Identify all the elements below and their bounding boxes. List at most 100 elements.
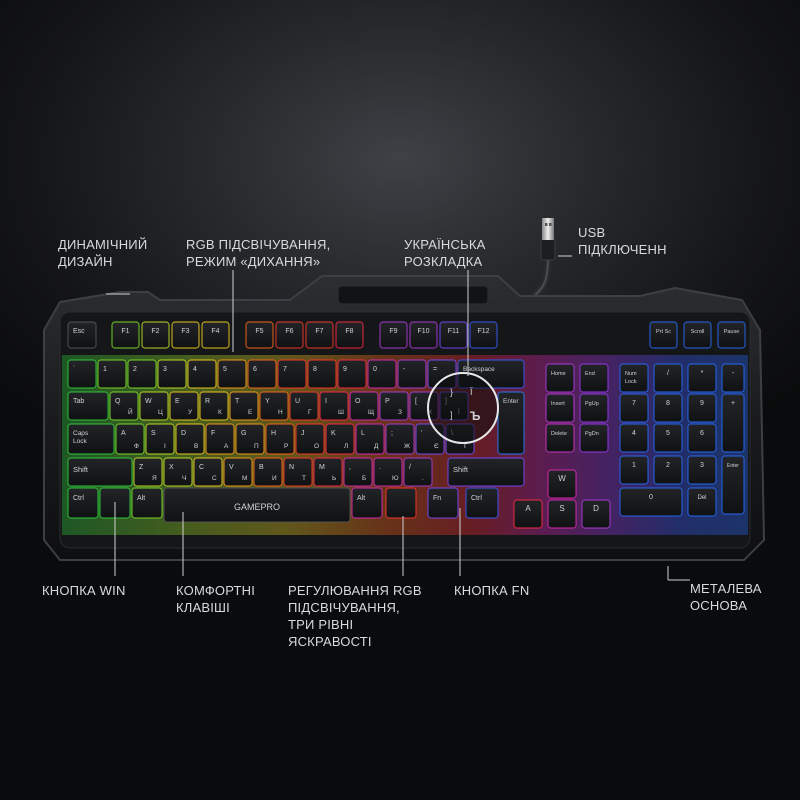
- key-np-del: [687, 487, 717, 517]
- key-np-mul-label: *: [701, 370, 704, 377]
- key-f3: [171, 321, 200, 349]
- svg-text:Ї: Ї: [470, 387, 473, 397]
- key-a-row-2: [175, 423, 205, 455]
- key-num-5-label: 5: [223, 366, 227, 373]
- key-z-row-2-cyr-label: С: [212, 475, 217, 482]
- key-ctrl-left-label: Ctrl: [73, 495, 84, 502]
- key-a-row-0: [115, 423, 145, 455]
- key-space: [163, 487, 351, 523]
- key-q-row-3: [199, 391, 229, 421]
- key-a-row-7-cyr-label: Л: [344, 443, 348, 450]
- key-z-row-9-cyr-label: .: [422, 475, 424, 482]
- key-f9: [379, 321, 408, 349]
- key-np-minus: [721, 363, 745, 393]
- key-a-row-3: [205, 423, 235, 455]
- ukrainian-layout-magnifier: [427, 372, 499, 444]
- key-np-del-label: Del: [697, 495, 706, 501]
- key-num-10: [367, 359, 397, 389]
- key-z-row-8-label: .: [379, 464, 381, 471]
- key-np-9: [687, 393, 717, 423]
- key-z-row-1-label: X: [169, 464, 174, 471]
- key-z-row-3: [223, 457, 253, 487]
- key-z-row-4-cyr-label: И: [272, 475, 277, 482]
- key-q-row-3-label: R: [205, 398, 210, 405]
- key-num-3-label: 3: [163, 366, 167, 373]
- key-f8-label: F8: [345, 328, 353, 335]
- key-f1: [111, 321, 140, 349]
- key-q-row-2-label: E: [175, 398, 180, 405]
- key-caps-label: Lock: [73, 438, 87, 445]
- key-q-row-8-label: O: [355, 398, 361, 405]
- key-np-mul: [687, 363, 717, 393]
- key-a-row-9: [385, 423, 415, 455]
- key-np-2-label: 2: [666, 462, 670, 469]
- key-arrow-right: [581, 499, 611, 529]
- key-f5: [245, 321, 274, 349]
- key-q-row-5: [259, 391, 289, 421]
- key-q-row-6-label: U: [295, 398, 300, 405]
- key-a-row-2-cyr-label: В: [194, 443, 198, 450]
- key-q-row-4: [229, 391, 259, 421]
- key-a-row-9-cyr-label: Ж: [404, 443, 410, 450]
- key-f2: [141, 321, 170, 349]
- key-np-7: [619, 393, 649, 423]
- key-np-4: [619, 423, 649, 453]
- key-z-row-4-label: B: [259, 464, 264, 471]
- key-a-row-5-label: H: [271, 430, 276, 437]
- key-np-2: [653, 455, 683, 485]
- key-esc-label: Esc: [73, 328, 85, 335]
- svg-text:Ъ: Ъ: [470, 409, 481, 423]
- key-a-row-10-label: ': [421, 430, 422, 437]
- key-shift-right-label: Shift: [453, 465, 469, 474]
- key-np-8-label: 8: [666, 400, 670, 407]
- key-np-4-label: 4: [632, 430, 636, 437]
- key-f1-label: F1: [121, 328, 129, 335]
- key-f11-label: F11: [448, 328, 460, 335]
- label-rgb-breathing: RGB ПІДСВІЧУВАННЯ, РЕЖИМ «ДИХАННЯ»: [186, 237, 331, 269]
- key-np-enter: [721, 455, 745, 515]
- key-a-row-8-label: L: [361, 430, 365, 437]
- key-q-row-7-label: I: [325, 398, 327, 405]
- key-pgup: [579, 393, 609, 423]
- key-arrow-left: [513, 499, 543, 529]
- key-caps: [67, 423, 115, 455]
- key-num-4-label: 4: [193, 366, 197, 373]
- key-np-6: [687, 423, 717, 453]
- key-q-row-0-label: Q: [115, 398, 121, 405]
- key-z-row-0-label: Z: [139, 464, 144, 471]
- key-num-8: [307, 359, 337, 389]
- svg-text:}: }: [450, 387, 453, 397]
- key-num-11-label: -: [403, 366, 406, 373]
- key-np-5: [653, 423, 683, 453]
- label-rgb-levels: РЕГУЛЮВАННЯ RGB ПІДСВІЧУВАННЯ, ТРИ РІВНІ…: [288, 583, 422, 649]
- key-np-6-label: 6: [700, 430, 704, 437]
- key-home-label: Home: [551, 371, 566, 377]
- key-numlock-label: Num: [625, 371, 637, 377]
- key-num-6: [247, 359, 277, 389]
- key-end: [579, 363, 609, 393]
- key-num-7: [277, 359, 307, 389]
- key-q-row-1: [139, 391, 169, 421]
- key-tab: [67, 391, 109, 421]
- key-q-row-6: [289, 391, 319, 421]
- key-alt-left-label: Alt: [137, 495, 145, 502]
- key-ctrl-left: [67, 487, 99, 519]
- key-np-7-label: 7: [632, 400, 636, 407]
- key-z-row-5: [283, 457, 313, 487]
- key-a-row-2-label: D: [181, 430, 186, 437]
- key-a-row-0-label: A: [121, 430, 126, 437]
- key-a-row-5-cyr-label: Р: [284, 443, 288, 450]
- key-enter: [497, 391, 525, 455]
- key-f3-label: F3: [181, 328, 189, 335]
- key-a-row-11-cyr-label: Ґ: [464, 441, 468, 450]
- key-z-row-3-label: V: [229, 464, 234, 471]
- key-f5-label: F5: [255, 328, 263, 335]
- key-z-row-7: [343, 457, 373, 487]
- label-win-key: КНОПКА WIN: [42, 583, 126, 598]
- key-np-8: [653, 393, 683, 423]
- key-tab-label: Tab: [73, 398, 84, 405]
- key-backspace-label: Backspace: [463, 366, 495, 373]
- key-a-row-8-cyr-label: Д: [374, 443, 379, 450]
